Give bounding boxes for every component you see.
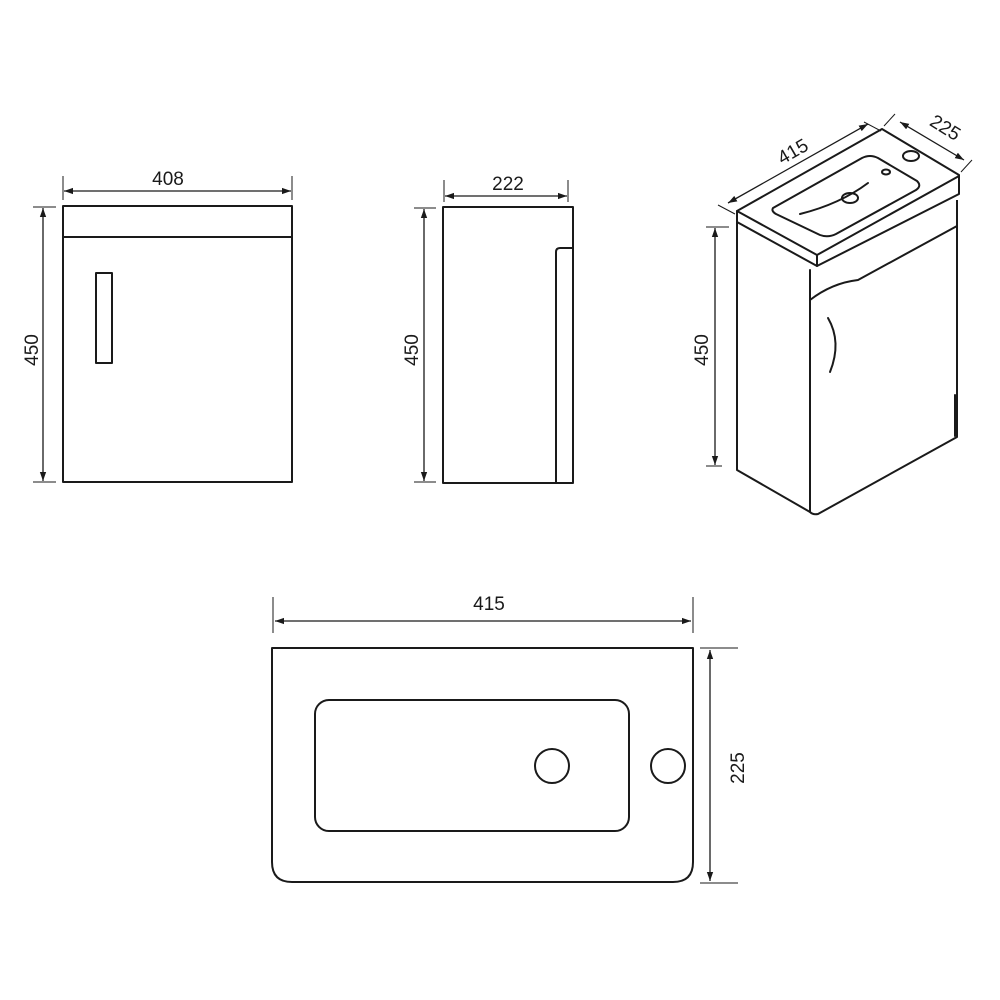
iso-width-ext-right	[863, 121, 882, 132]
iso-depth-ext-left	[883, 113, 896, 127]
side-depth-label: 222	[492, 174, 524, 195]
iso-door-handle	[827, 317, 837, 373]
front-height-label: 450	[22, 334, 43, 366]
front-door-handle	[95, 272, 113, 364]
side-view: 222 450	[402, 174, 574, 484]
top-width-dimension: 415	[272, 594, 694, 633]
top-depth-label: 225	[728, 752, 749, 784]
iso-width-label: 415	[774, 135, 812, 169]
iso-height-dimension: 450	[692, 226, 729, 467]
front-view: 408 450	[22, 169, 293, 483]
isometric-view: 415 225 450	[692, 111, 973, 516]
side-door-edge	[555, 247, 574, 484]
side-depth-dimension: 222	[443, 174, 569, 202]
top-drain-hole	[534, 748, 570, 784]
iso-door-top-edge	[809, 225, 958, 301]
iso-width-dimension-line	[727, 123, 869, 204]
side-height-label: 450	[402, 334, 423, 366]
top-depth-dimension: 225	[700, 647, 749, 884]
front-width-label: 408	[152, 169, 184, 190]
iso-depth-dimension-line	[899, 121, 965, 161]
front-width-dimension: 408	[62, 169, 293, 200]
side-cabinet-outline	[442, 206, 574, 484]
iso-basin-bowl	[771, 155, 921, 238]
iso-overflow-hole	[881, 168, 891, 176]
top-basin-bowl	[314, 699, 630, 832]
top-basin-outline	[271, 647, 694, 883]
front-cabinet-outline	[62, 205, 293, 483]
side-height-dimension: 450	[402, 207, 436, 483]
iso-height-label: 450	[692, 334, 713, 366]
front-height-dimension: 450	[22, 206, 56, 483]
top-width-label: 415	[473, 594, 505, 615]
top-view: 415 225	[271, 594, 749, 884]
top-tap-hole	[650, 748, 686, 784]
iso-depth-ext-right	[960, 159, 973, 173]
iso-width-ext-left	[717, 204, 736, 215]
